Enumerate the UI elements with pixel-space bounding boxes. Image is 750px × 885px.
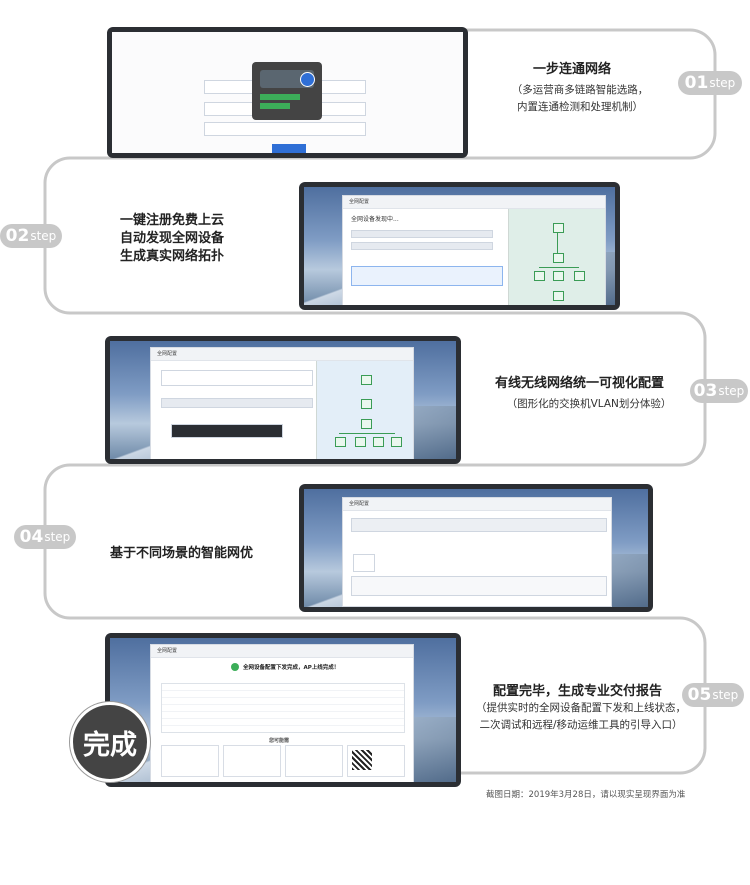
s5-title: 全网设备配置下发完成，AP上线完成！: [243, 665, 340, 671]
topology-panel: [508, 209, 605, 305]
step4-title: 基于不同场景的智能网优: [110, 546, 254, 561]
footnote: 截图日期：2019年3月28日，请以现实呈现界面为准: [486, 790, 686, 800]
step5-screenshot: 全网配置 全网设备配置下发完成，AP上线完成！ 您可能需: [105, 633, 461, 787]
step5-sub: （提供实时的全网设备配置下发和上线状态， 二次调试和远程/移动运维工具的引导入口…: [476, 702, 686, 731]
step3-title: 有线无线网络统一可视化配置: [495, 376, 665, 391]
step1-screenshot: [107, 27, 468, 158]
success-icon: [231, 663, 239, 671]
step1-title: 一步连通网络: [533, 62, 612, 77]
step2-screenshot: 全网配置 全网设备发现中...: [299, 182, 620, 310]
step3-screenshot: 全网配置: [105, 336, 461, 464]
wan-field-3: [204, 122, 366, 136]
step2-title: 一键注册免费上云 自动发现全网设备 生成真实网络拓扑: [120, 213, 225, 264]
connect-button[interactable]: [272, 144, 306, 153]
globe-icon: [300, 72, 315, 87]
step3-sub: （图形化的交换机VLAN划分体验）: [506, 398, 672, 410]
qr-code-icon: [352, 750, 372, 770]
step4-screenshot: 全网配置: [299, 484, 653, 612]
router-popup: [252, 62, 322, 120]
device-table: [161, 683, 405, 733]
qr-card: [347, 745, 405, 777]
step1-sub: （多运营商多链路智能选路， 内置连通检测和处理机制）: [511, 84, 649, 113]
done-badge: 完成: [70, 702, 150, 782]
s2-title: 全网设备发现中...: [351, 216, 399, 223]
step5-title: 配置完毕，生成专业交付报告: [493, 684, 663, 699]
s5-section: 您可能需: [269, 738, 290, 744]
